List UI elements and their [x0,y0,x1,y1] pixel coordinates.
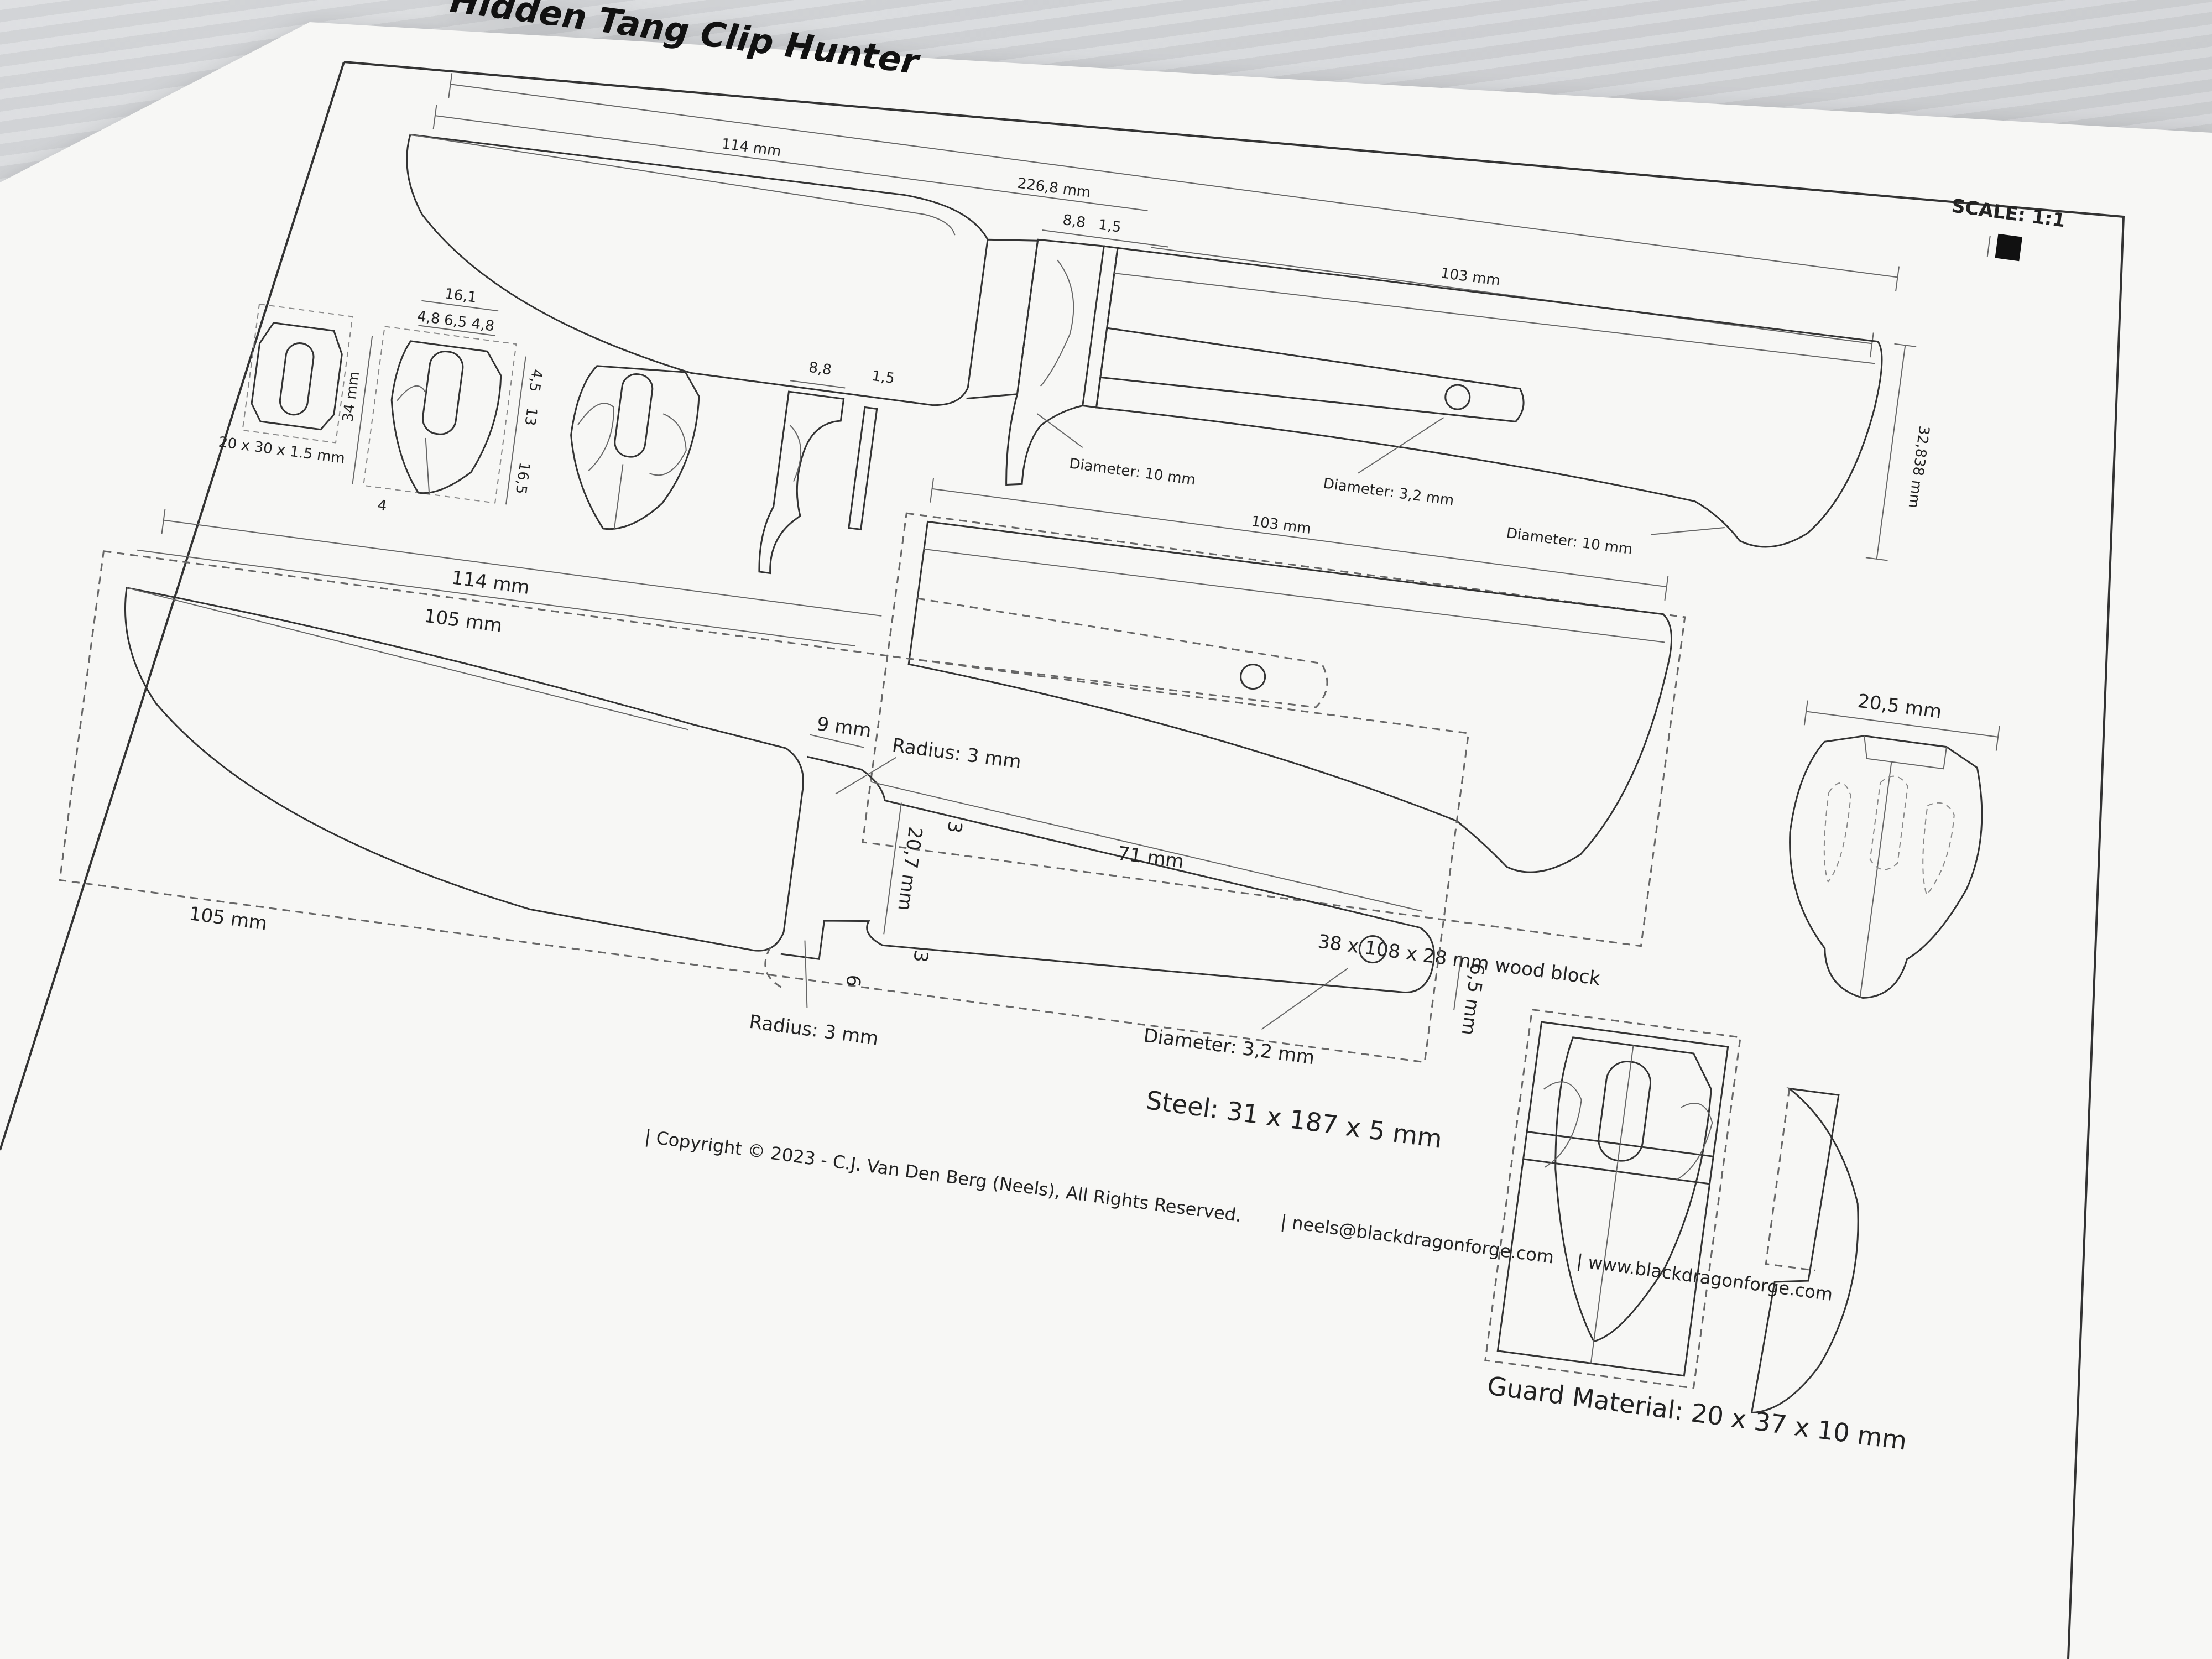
guard-side [758,390,845,575]
handle-outline [1095,247,1883,548]
dim-guard-side-thickness: 8,8 [808,359,833,379]
spacer-side [848,406,878,531]
blade-outline [406,133,989,406]
dim-guard-w1: 4,8 [416,308,441,327]
guard-outline [1005,238,1105,486]
blank-tang [780,755,1435,994]
dim-guard-thickness: 8,8 [1062,212,1087,231]
drawing-border [0,61,2125,1659]
dim-guard-h1: 4,5 [526,368,545,393]
blank-pin-hole [1358,935,1387,964]
guard-shaped [570,365,700,530]
guard-side-profile [1750,1087,1859,1414]
handle-block-outline [907,520,1673,873]
dim-spacer-thickness: 1,5 [1097,217,1122,236]
pin-hole [1444,384,1471,410]
paper [0,22,2212,1659]
handle-end-outline [1789,735,1983,999]
dim-guard-h2: 13 [521,406,540,427]
dim-guard-bottom: 4 [377,497,388,515]
guard-front [390,340,502,494]
dim-step-side: 6 [841,973,865,988]
guard-plate [251,322,343,431]
dim-guard-w2: 6,5 [443,312,468,331]
dim-spacer-side: 1,5 [871,368,896,387]
guard-detail-views: 20 x 30 x 1.5 mm 16,1 4,8 6,5 4,8 34 mm … [217,285,896,575]
dim-guard-w3: 4,8 [471,315,495,335]
dim-step-top: 3 [943,820,967,834]
scale-square [1995,233,2023,262]
dim-step-bottom: 3 [909,949,932,964]
overall-dimension: 226,8 mm 114 mm 8,8 1,5 103 mm [432,73,1900,358]
